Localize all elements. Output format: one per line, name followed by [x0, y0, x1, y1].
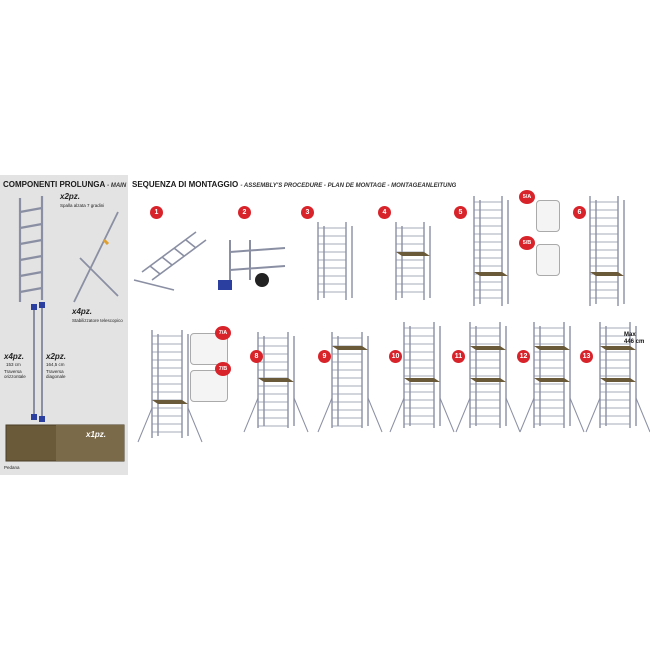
diagonal-bar-icon	[39, 302, 45, 422]
step-8-figure	[243, 332, 309, 433]
step-badge-8: 8	[250, 350, 263, 363]
max-height-label: Max 446 cm	[624, 332, 645, 345]
components-title: COMPONENTI PROLUNGA - MAIN	[3, 180, 127, 189]
horizontal-size: 153 cm	[6, 362, 21, 367]
step-badge-1: 1	[150, 206, 163, 219]
step-badge-5: 5	[454, 206, 467, 219]
step-3-figure	[317, 222, 353, 300]
detail-inset-5b	[536, 244, 560, 276]
platform-qty: x1pz.	[86, 430, 107, 439]
diagonal-qty: x2pz.	[46, 352, 67, 361]
horizontal-bar-icon	[31, 304, 37, 420]
step-12-figure	[519, 322, 585, 433]
platform-icon	[5, 424, 125, 462]
diagonal-desc: Traversa diagonale	[46, 369, 66, 379]
stabilizer-desc: Stabilizzatore telescopico	[72, 318, 123, 323]
step-badge-5a: 5/A	[519, 190, 535, 204]
step-2-figure	[218, 240, 286, 290]
step-9-figure	[317, 332, 383, 433]
diagonal-size: 164,5 cm	[46, 362, 65, 367]
step-13-figure	[585, 322, 650, 433]
step-badge-3: 3	[301, 206, 314, 219]
stabilizer-icon	[73, 211, 119, 303]
step-badge-12: 12	[517, 350, 530, 363]
sequence-title: SEQUENZA DI MONTAGGIO - ASSEMBLY'S PROCE…	[132, 180, 457, 189]
step-7-figure	[137, 330, 203, 443]
horizontal-desc: Traversa orizzontale	[4, 369, 26, 379]
step-11-figure	[455, 322, 521, 433]
step-6-figure	[589, 196, 625, 306]
platform-desc: Pedana	[4, 465, 20, 470]
frame-qty: x2pz.	[60, 192, 81, 201]
step-badge-7a: 7/A	[215, 326, 231, 340]
step-badge-13: 13	[580, 350, 593, 363]
step-4-figure	[395, 222, 431, 300]
frame-desc: Spalla alzata 7 gradini	[60, 203, 105, 208]
step-badge-4: 4	[378, 206, 391, 219]
step-badge-5b: 5/B	[519, 236, 535, 250]
step-badge-6: 6	[573, 206, 586, 219]
detail-inset-5a	[536, 200, 560, 232]
step-badge-11: 11	[452, 350, 465, 363]
step-1-figure	[133, 231, 207, 291]
step-5-figure	[473, 196, 509, 306]
horizontal-qty: x4pz.	[4, 352, 25, 361]
step-badge-10: 10	[389, 350, 402, 363]
step-10-figure	[389, 322, 455, 433]
step-badge-7b: 7/B	[215, 362, 231, 376]
stabilizer-qty: x4pz.	[72, 307, 93, 316]
frame-ladder-icon	[18, 196, 44, 302]
step-badge-2: 2	[238, 206, 251, 219]
step-badge-9: 9	[318, 350, 331, 363]
